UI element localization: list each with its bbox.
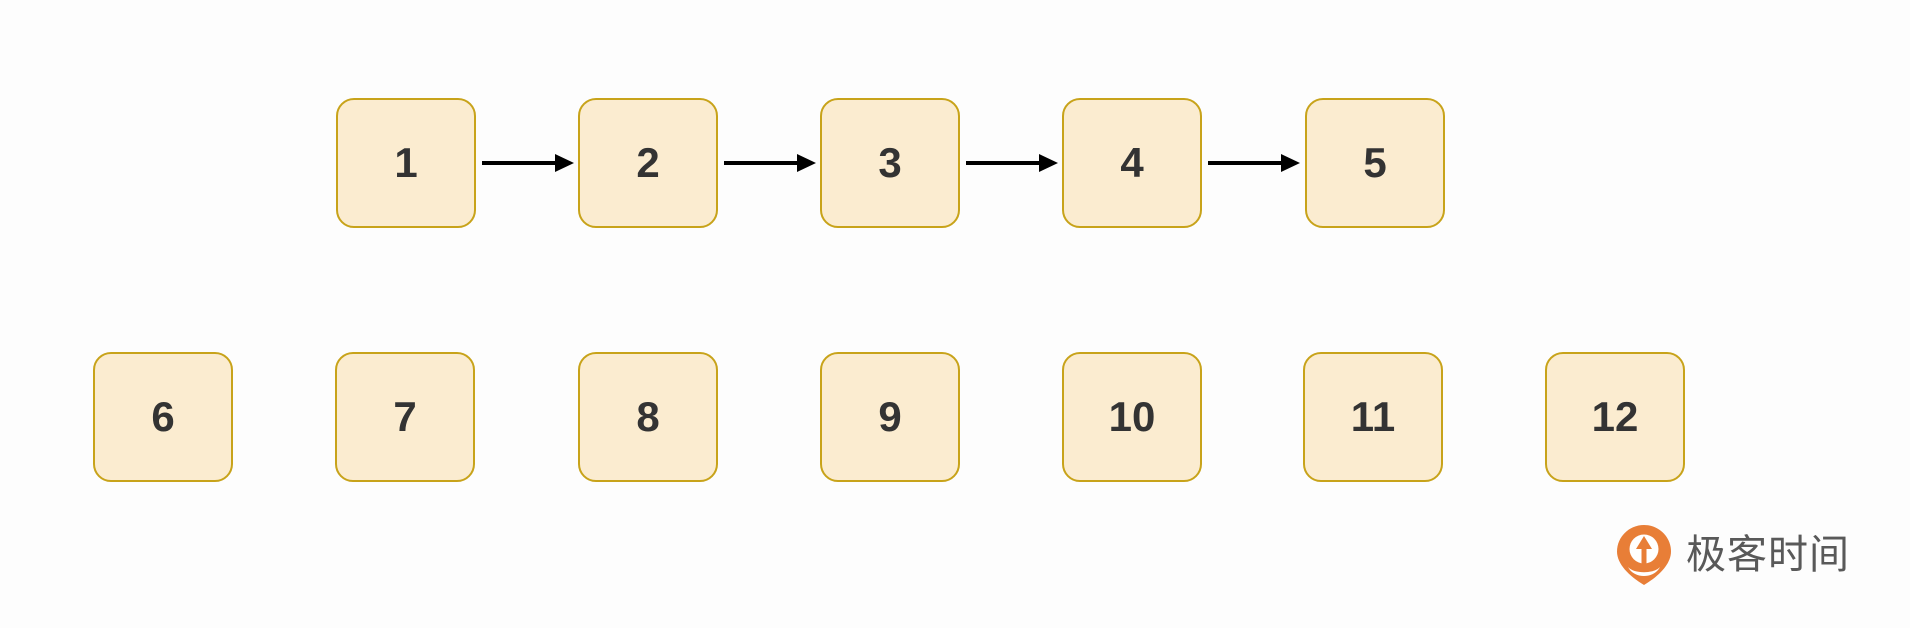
geektime-logo: 极客时间 <box>1616 524 1850 586</box>
arrow-2-to-3 <box>724 154 816 172</box>
node-label: 1 <box>394 139 418 186</box>
node-8[interactable]: 8 <box>578 352 718 482</box>
geektime-pin-logo-icon <box>1617 525 1671 585</box>
arrow-3-to-4 <box>966 154 1058 172</box>
node-7[interactable]: 7 <box>335 352 475 482</box>
node-label: 11 <box>1350 393 1396 440</box>
node-4[interactable]: 4 <box>1062 98 1202 228</box>
node-6[interactable]: 6 <box>93 352 233 482</box>
node-label: 2 <box>636 139 660 186</box>
node-label: 10 <box>1108 393 1156 440</box>
node-5[interactable]: 5 <box>1305 98 1445 228</box>
arrow-1-to-2 <box>482 154 574 172</box>
logo-text: 极客时间 <box>1686 532 1850 578</box>
node-label: 6 <box>151 393 175 440</box>
node-label: 7 <box>393 393 417 440</box>
node-label: 4 <box>1120 139 1144 186</box>
node-label: 9 <box>878 393 902 440</box>
node-1[interactable]: 1 <box>336 98 476 228</box>
node-10[interactable]: 10 <box>1062 352 1202 482</box>
node-3[interactable]: 3 <box>820 98 960 228</box>
node-label: 12 <box>1591 393 1639 440</box>
node-12[interactable]: 12 <box>1545 352 1685 482</box>
node-9[interactable]: 9 <box>820 352 960 482</box>
node-11[interactable]: 11 <box>1303 352 1443 482</box>
node-label: 5 <box>1363 139 1387 186</box>
arrow-4-to-5 <box>1208 154 1300 172</box>
node-label: 8 <box>636 393 660 440</box>
node-2[interactable]: 2 <box>578 98 718 228</box>
node-label: 3 <box>878 139 902 186</box>
